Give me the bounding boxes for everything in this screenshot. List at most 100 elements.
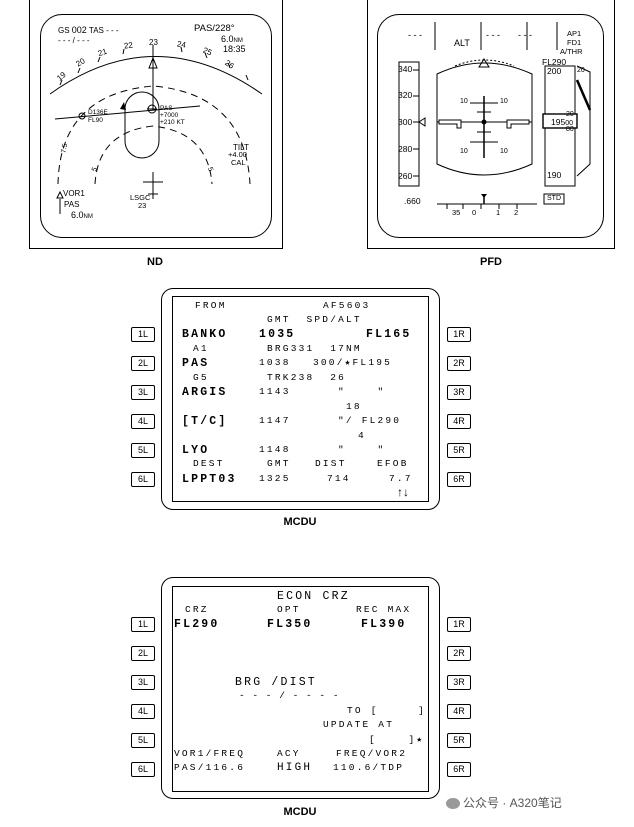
wpt-argis[interactable]: ARGIS [182, 386, 228, 399]
lsk-1r[interactable]: 1R [447, 617, 471, 632]
from-label: FROM [195, 300, 227, 311]
lsk-6l[interactable]: 6L [131, 472, 155, 487]
alt-lyo[interactable]: " " [338, 444, 386, 455]
lsk-2l[interactable]: 2L [131, 356, 155, 371]
dest-dist: 714 [327, 473, 351, 484]
pitch-10-up-left: 10 [460, 98, 468, 105]
alt-tc[interactable]: "/ FL290 [338, 415, 402, 426]
dest-label: DEST [193, 458, 225, 469]
update-at-label: UPDATE AT [323, 719, 395, 730]
brg-dist-label: BRG /DIST [235, 676, 317, 689]
wind-value: - - - / - - - [58, 36, 90, 45]
vor1-id: PAS [64, 200, 80, 209]
lsk-2l[interactable]: 2L [131, 646, 155, 661]
mach-value: .660 [404, 196, 421, 206]
std-label: STD [547, 195, 561, 202]
pfd-display [367, 0, 615, 249]
wpt-banko[interactable]: BANKO [182, 328, 228, 341]
opt-fl: FL350 [267, 618, 313, 631]
lsk-5l[interactable]: 5L [131, 443, 155, 458]
dest-airport[interactable]: LPPT03 [182, 473, 237, 486]
lsk-4r[interactable]: 4R [447, 704, 471, 719]
alt-current: 195 [551, 117, 566, 127]
crz-fl[interactable]: FL290 [174, 618, 220, 631]
cal-label: CAL [231, 158, 246, 167]
time-lyo: 1148 [259, 444, 291, 455]
lsk-6l[interactable]: 6L [131, 762, 155, 777]
fl90-label: FL90 [88, 117, 103, 124]
lsk-4r[interactable]: 4R [447, 414, 471, 429]
time-pas: 1038 [259, 357, 291, 368]
lsk-3r[interactable]: 3R [447, 675, 471, 690]
column-header: GMT SPD/ALT [267, 314, 362, 325]
gs-value: 002 [71, 25, 87, 35]
d136e-label: D136E [88, 109, 108, 116]
watermark: 公众号 · A320笔记 [446, 794, 562, 811]
lsk-5r[interactable]: 5R [447, 443, 471, 458]
alt-argis[interactable]: " " [338, 386, 386, 397]
fma-col3: - - - [486, 30, 500, 40]
mcdu2-caption: MCDU [283, 806, 317, 818]
vor2-freq-value[interactable]: 110.6/TDP [333, 762, 405, 773]
vor1-freq-value[interactable]: PAS/116.6 [174, 762, 246, 773]
alt-pas[interactable]: 300/★FL195 [313, 357, 393, 368]
to-field[interactable]: TO [ ] [347, 705, 427, 716]
scroll-arrows[interactable]: ↑↓ [397, 485, 409, 499]
efob-label: EFOB [377, 458, 409, 469]
acy-label: ACY [277, 748, 301, 759]
heading-35: 35 [452, 208, 461, 217]
rec-max-fl: FL390 [361, 618, 407, 631]
tas-value: - - - [106, 26, 119, 35]
pitch-10-up-right: 10 [500, 98, 508, 105]
freq-vor2-label: FREQ/VOR2 [336, 748, 408, 759]
vor1-freq-label: VOR1/FREQ [174, 748, 246, 759]
speed-340: 340 [398, 64, 413, 74]
dest-efob: 7.7 [389, 473, 413, 484]
lsk-3l[interactable]: 3L [131, 385, 155, 400]
trk-info: TRK238 26 [267, 372, 347, 383]
mcdu1-caption: MCDU [283, 516, 317, 528]
wpt-pas[interactable]: PAS [182, 357, 210, 370]
lsk-4l[interactable]: 4L [131, 414, 155, 429]
lsk-5l[interactable]: 5L [131, 733, 155, 748]
speed-280: 280 [398, 144, 413, 154]
waypoint-label: PAS/228° [194, 23, 235, 34]
lsk-3r[interactable]: 3R [447, 385, 471, 400]
lsk-3l[interactable]: 3L [131, 675, 155, 690]
wpt-lyo[interactable]: LYO [182, 444, 210, 457]
pas-alt-constraint: +7000 [160, 112, 179, 119]
dist-18: 18 [346, 401, 362, 412]
alt-80: 80 [566, 126, 574, 133]
lsk-4l[interactable]: 4L [131, 704, 155, 719]
lsk-5r[interactable]: 5R [447, 733, 471, 748]
gs-label: GS [58, 26, 70, 35]
opt-label: OPT [277, 604, 301, 615]
alt-banko[interactable]: FL165 [366, 328, 412, 341]
alt-current-small: 00 [565, 120, 573, 127]
lsk-1r[interactable]: 1R [447, 327, 471, 342]
wechat-icon [446, 798, 460, 810]
flight-number: AF5603 [323, 300, 371, 311]
acy-value: HIGH [277, 762, 313, 774]
lsk-1l[interactable]: 1L [131, 617, 155, 632]
lsk-2r[interactable]: 2R [447, 646, 471, 661]
lsk-6r[interactable]: 6R [447, 762, 471, 777]
lsk-6r[interactable]: 6R [447, 472, 471, 487]
pitch-10-down-left: 10 [460, 148, 468, 155]
nd-graphic [49, 45, 263, 214]
pfd-screen [377, 14, 604, 238]
mcdu2-screen: ECON CRZ CRZ OPT REC MAX FL290 FL350 FL3… [172, 586, 429, 792]
heading-1: 1 [496, 208, 501, 217]
lsk-1l[interactable]: 1L [131, 327, 155, 342]
time-banko: 1035 [259, 328, 296, 341]
speed-260: 260 [398, 171, 413, 181]
pas-speed-constraint: +210 KT [160, 119, 185, 126]
dist-label: DIST [315, 458, 347, 469]
wpt-tc[interactable]: [T/C] [182, 415, 228, 428]
pas-label: PAS [160, 105, 173, 112]
fma-alt: ALT [454, 38, 470, 48]
alt-200: 200 [547, 66, 562, 76]
lsk-2r[interactable]: 2R [447, 356, 471, 371]
update-at-field[interactable]: [ ]★ [369, 734, 425, 745]
nd-display [29, 0, 283, 249]
